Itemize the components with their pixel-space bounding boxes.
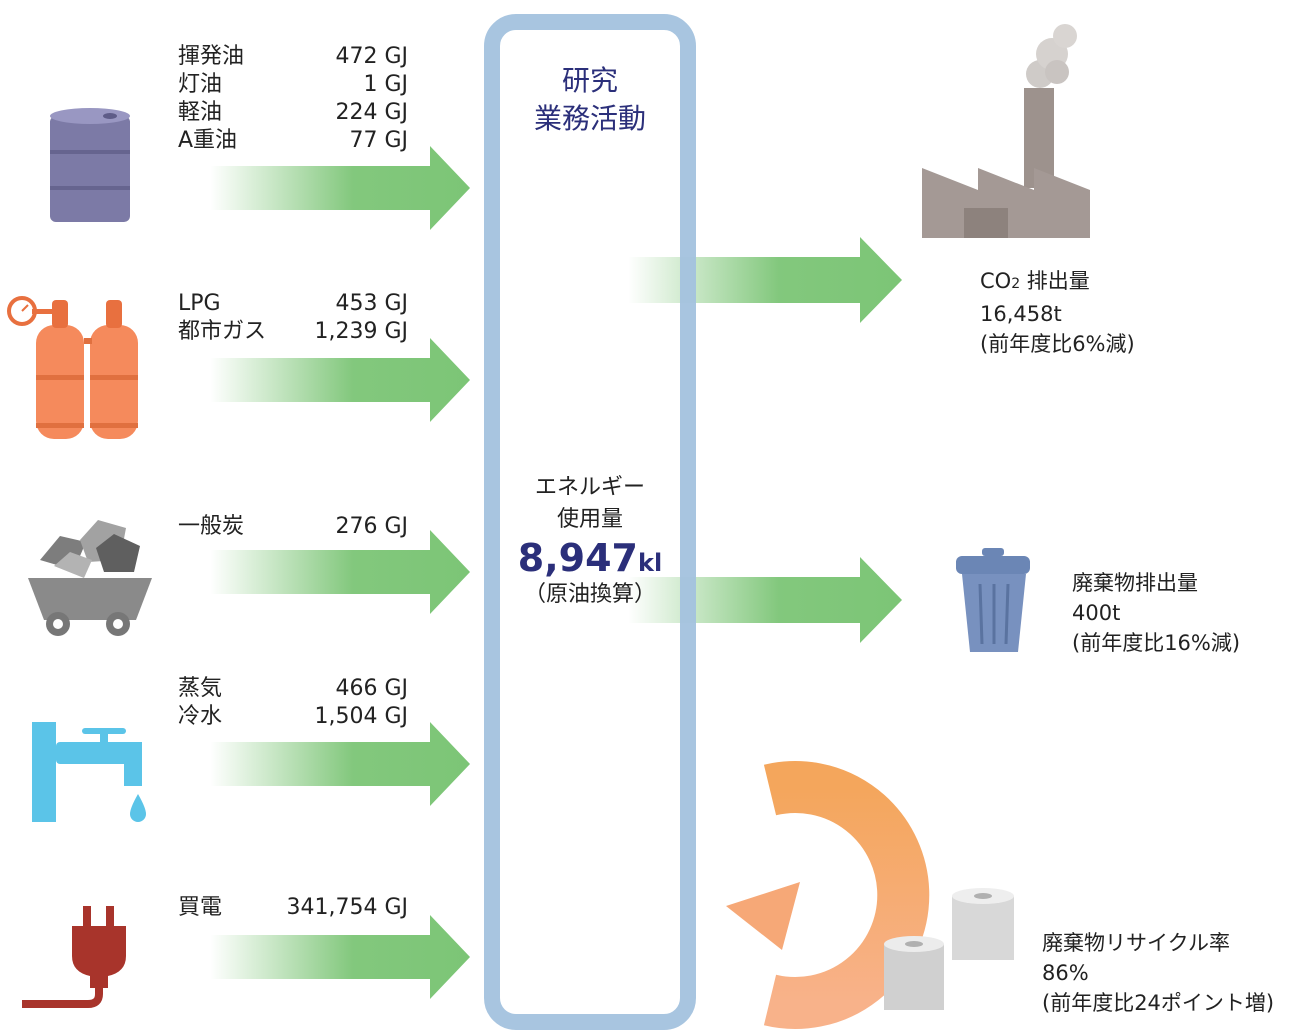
- input-arrow-3: [210, 530, 470, 614]
- input-group-heat: 蒸気 466 GJ 冷水 1,504 GJ: [178, 675, 408, 731]
- activity-frame: [484, 14, 696, 1030]
- input-label: 軽油: [178, 100, 223, 125]
- waste-note: (前年度比16%減): [1072, 631, 1241, 655]
- oil-drum-icon: [50, 108, 130, 222]
- input-row: 都市ガス 1,239 GJ: [178, 318, 408, 346]
- co2-label-main: CO: [980, 269, 1012, 293]
- factory-icon: [922, 24, 1090, 238]
- input-label: 買電: [178, 895, 223, 920]
- toilet-paper-icon: [884, 888, 1014, 1010]
- co2-label: CO2 排出量: [980, 266, 1135, 299]
- recycle-label: 廃棄物リサイクル率: [1042, 931, 1230, 955]
- activity-title-line1: 研究: [561, 64, 618, 97]
- co2-note: (前年度比6%減): [980, 332, 1135, 356]
- input-row: 揮発油 472 GJ: [178, 43, 408, 71]
- input-group-liquid-fuels: 揮発油 472 GJ 灯油 1 GJ 軽油 224 GJ A重油 77 GJ: [178, 43, 408, 155]
- gas-cylinder-icon: [7, 296, 138, 439]
- input-group-electricity: 買電 341,754 GJ: [178, 894, 408, 922]
- co2-label-sub: 2: [1011, 276, 1021, 292]
- energy-label-line2: 使用量: [556, 507, 623, 532]
- input-label: 一般炭: [178, 514, 245, 539]
- activity-title: 研究 業務活動: [480, 62, 700, 138]
- input-row: 一般炭 276 GJ: [178, 513, 408, 541]
- input-group-gas: LPG 453 GJ 都市ガス 1,239 GJ: [178, 290, 408, 346]
- input-value: 466 GJ: [335, 676, 408, 701]
- energy-number: 8,947: [517, 536, 638, 580]
- power-plug-icon: [22, 906, 126, 1008]
- energy-note: （原油換算）: [523, 582, 656, 607]
- input-row: 灯油 1 GJ: [178, 71, 408, 99]
- input-row: A重油 77 GJ: [178, 127, 408, 155]
- input-group-coal: 一般炭 276 GJ: [178, 513, 408, 541]
- input-value: 1 GJ: [363, 72, 408, 97]
- recycle-note: (前年度比24ポイント増): [1042, 991, 1275, 1015]
- input-label: 揮発油: [178, 44, 245, 69]
- input-value: 276 GJ: [335, 514, 408, 539]
- input-arrow-1: [210, 146, 470, 230]
- input-value: 341,754 GJ: [286, 895, 408, 920]
- energy-usage: エネルギー 使用量 8,947kl （原油換算）: [480, 472, 700, 611]
- waste-output: 廃棄物排出量 400t (前年度比16%減): [1072, 568, 1240, 658]
- input-label: 冷水: [178, 704, 223, 729]
- input-value: 472 GJ: [335, 44, 408, 69]
- co2-label-rest: 排出量: [1020, 269, 1090, 293]
- input-label: A重油: [178, 128, 238, 153]
- input-label: 都市ガス: [178, 319, 267, 344]
- input-value: 453 GJ: [335, 291, 408, 316]
- input-row: 軽油 224 GJ: [178, 99, 408, 127]
- input-value: 224 GJ: [335, 100, 408, 125]
- energy-value: 8,947kl: [480, 536, 700, 585]
- energy-unit: kl: [638, 549, 663, 577]
- co2-output: CO2 排出量 16,458t (前年度比6%減): [980, 266, 1135, 359]
- input-value: 1,239 GJ: [314, 319, 408, 344]
- input-arrow-5: [210, 915, 470, 999]
- input-value: 77 GJ: [349, 128, 408, 153]
- energy-label-line1: エネルギー: [534, 475, 645, 500]
- activity-title-line2: 業務活動: [533, 102, 646, 135]
- coal-cart-icon: [28, 520, 152, 636]
- input-value: 1,504 GJ: [314, 704, 408, 729]
- input-row: 冷水 1,504 GJ: [178, 703, 408, 731]
- waste-value: 400t: [1072, 601, 1121, 625]
- waste-label: 廃棄物排出量: [1072, 571, 1198, 595]
- input-row: 買電 341,754 GJ: [178, 894, 408, 922]
- input-arrow-2: [210, 338, 470, 422]
- recycle-value: 86%: [1042, 961, 1089, 985]
- input-label: LPG: [178, 291, 221, 316]
- input-label: 蒸気: [178, 676, 223, 701]
- input-row: 蒸気 466 GJ: [178, 675, 408, 703]
- output-arrow-co2: [628, 237, 902, 323]
- water-tap-icon: [32, 722, 146, 822]
- input-label: 灯油: [178, 72, 223, 97]
- co2-value: 16,458t: [980, 302, 1062, 326]
- recycle-arrow-icon: [726, 761, 930, 1029]
- output-arrow-waste: [628, 557, 902, 643]
- input-arrow-4: [210, 722, 470, 806]
- recycle-output: 廃棄物リサイクル率 86% (前年度比24ポイント増): [1042, 928, 1274, 1018]
- input-row: LPG 453 GJ: [178, 290, 408, 318]
- trash-can-icon: [956, 548, 1030, 652]
